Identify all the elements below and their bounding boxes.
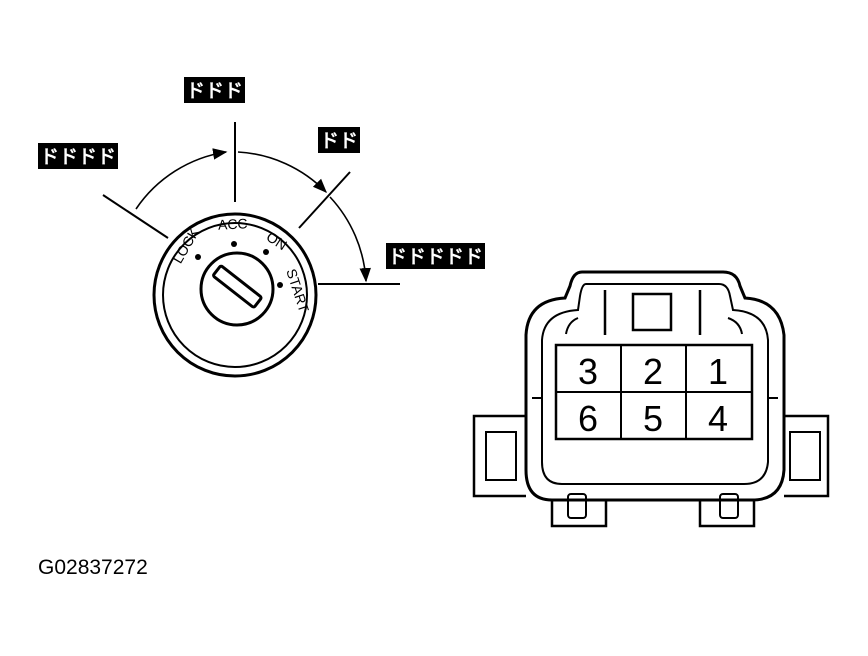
callout-box-on: ドド [318, 127, 360, 153]
connector-flange-left [472, 414, 526, 498]
connector-rail-left [565, 317, 579, 335]
position-labels: LOCK ACC ON START [169, 215, 312, 314]
callout-box-acc: ドドド [184, 77, 245, 103]
connector-housing-outer [524, 270, 786, 502]
detent-dot-lock [195, 254, 201, 260]
label-acc: ACC [218, 215, 248, 233]
flange-right-slot [789, 431, 821, 481]
connector-foot-right [698, 500, 756, 528]
connector-rail-right [727, 317, 743, 335]
callout-box-lock: ドドドド [38, 143, 118, 169]
connector-foot-left [550, 500, 608, 528]
leader-lock [102, 194, 169, 239]
connector-latch [603, 290, 702, 335]
label-start: START [283, 267, 312, 315]
connector [472, 270, 830, 528]
callout-box-bg [318, 127, 360, 153]
detent-dot-on [263, 249, 269, 255]
detent-dot-start [277, 282, 283, 288]
pin-number: 3 [578, 351, 598, 392]
pin-number: 6 [578, 398, 598, 439]
callout-glyph: ド [426, 247, 445, 268]
callout-glyph: ド [407, 247, 426, 268]
callout-glyph: ド [224, 81, 243, 102]
pin-numbers: 3 2 1 6 5 4 [578, 351, 728, 439]
callout-box-bg [184, 77, 245, 103]
callout-glyph: ド [339, 131, 358, 152]
key-slot [212, 264, 263, 309]
figure-code: G02837272 [38, 556, 148, 579]
foot-left-slot [567, 493, 587, 519]
pin-number: 4 [708, 398, 728, 439]
callout-glyph: ド [40, 147, 59, 168]
callout-glyph: ド [97, 147, 116, 168]
callout-glyph: ド [78, 147, 97, 168]
key-cylinder [199, 251, 275, 327]
detent-dot-acc [231, 241, 237, 247]
arc-acc-to-on [237, 151, 328, 194]
flange-left-slot [485, 431, 517, 481]
latch-window [631, 292, 673, 332]
callout-boxes: ドドドドドドドドドドドドドド [38, 77, 485, 269]
callout-glyph: ド [186, 81, 205, 102]
callout-glyph: ド [445, 247, 464, 268]
pin-number: 5 [643, 398, 663, 439]
callout-box-bg [386, 243, 485, 269]
arc-on-to-start [329, 196, 371, 283]
callout-glyph: ド [320, 131, 339, 152]
switch-bezel-outer [152, 212, 318, 378]
pin-number: 2 [643, 351, 663, 392]
callout-glyph: ド [464, 247, 483, 268]
ignition-switch [102, 122, 400, 378]
switch-bezel-inner [162, 222, 308, 368]
arc-lock-to-acc [135, 148, 228, 210]
callout-glyph: ド [59, 147, 78, 168]
callout-box-start: ドドドドド [386, 243, 485, 269]
callout-glyph: ド [388, 247, 407, 268]
connector-housing-inner [541, 283, 769, 485]
leader-on [298, 171, 351, 229]
foot-right-slot [719, 493, 739, 519]
connector-flange-right [784, 414, 830, 498]
pin-number: 1 [708, 351, 728, 392]
callout-glyph: ド [205, 81, 224, 102]
callout-box-bg [38, 143, 118, 169]
